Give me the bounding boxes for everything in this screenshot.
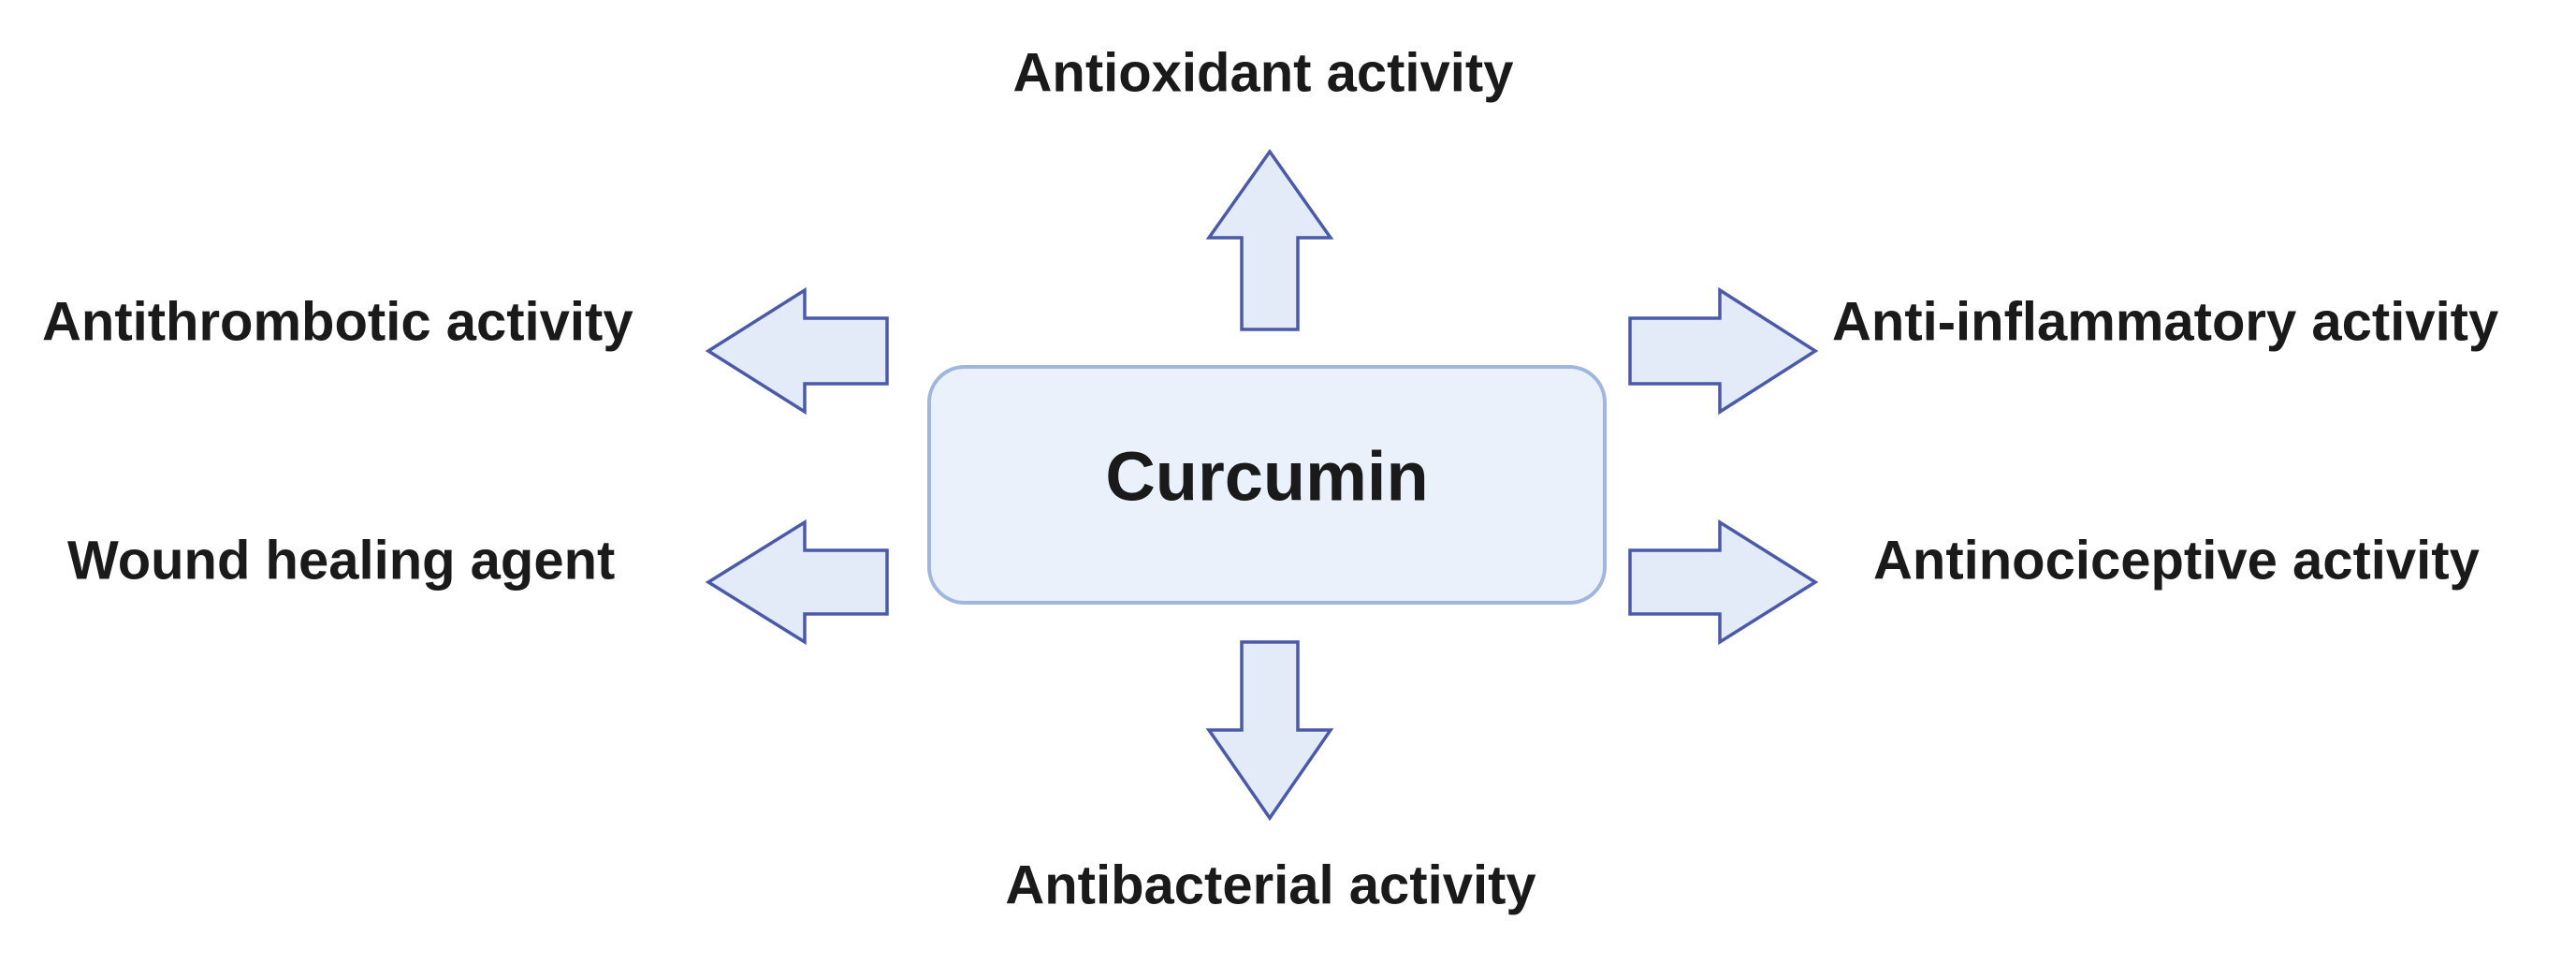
label-antinociceptive: Antinociceptive activity (1873, 530, 2480, 591)
center-box (927, 365, 1607, 605)
center-label: Curcumin (1105, 438, 1428, 516)
label-antioxidant: Antioxidant activity (1013, 42, 1514, 103)
arrow-up-icon (1205, 148, 1334, 331)
label-antithrombotic: Antithrombotic activity (42, 291, 633, 352)
label-antibacterial: Antibacterial activity (1005, 854, 1535, 915)
arrow-right-icon (1628, 286, 1819, 416)
arrow-left-icon (705, 519, 889, 646)
arrow-right-icon (1628, 519, 1819, 646)
arrow-left-icon (705, 286, 889, 416)
label-anti-inflammatory: Anti-inflammatory activity (1832, 291, 2498, 352)
arrow-down-icon (1205, 640, 1334, 822)
label-wound-healing: Wound healing agent (67, 530, 615, 591)
